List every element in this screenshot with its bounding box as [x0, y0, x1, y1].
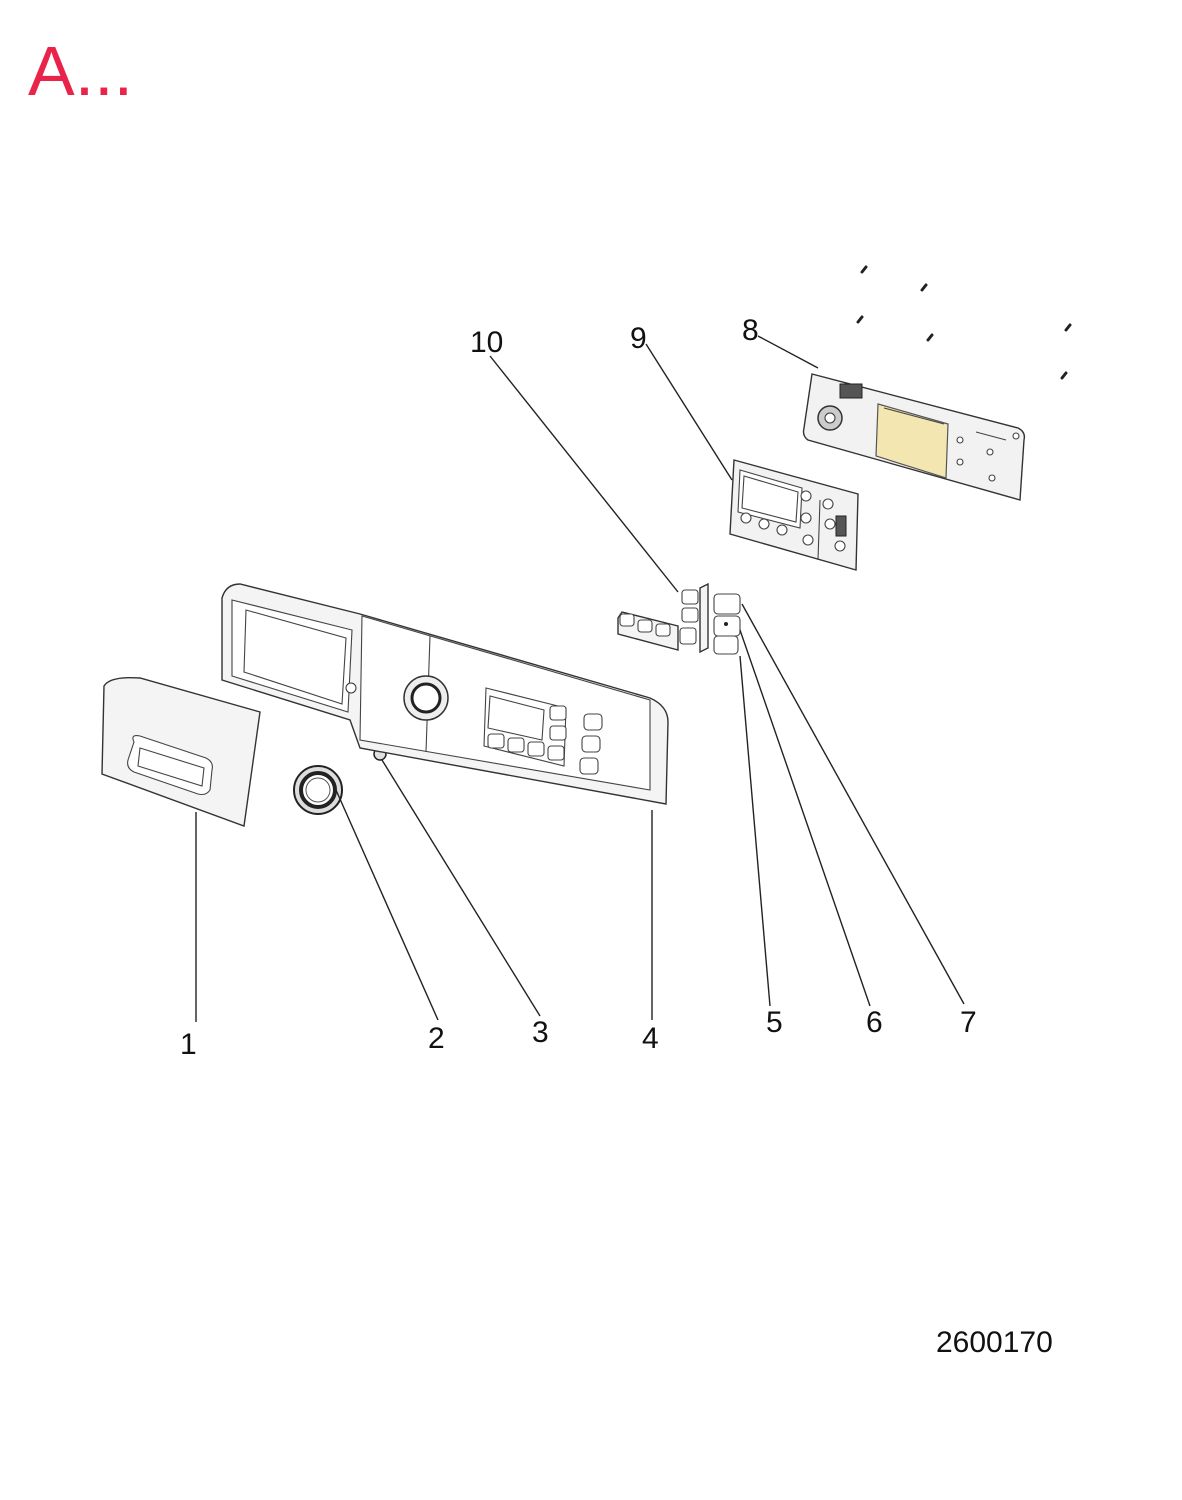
callout-10: 10	[470, 326, 503, 359]
callout-9: 9	[630, 322, 647, 355]
part-knob[interactable]	[293, 765, 343, 815]
callout-2: 2	[428, 1022, 445, 1055]
part-display-board[interactable]	[729, 459, 859, 571]
leader-9	[645, 343, 733, 481]
callout-6: 6	[866, 1006, 883, 1039]
callout-7: 7	[960, 1006, 977, 1039]
page-title: A...	[28, 32, 134, 110]
part-drawer-handle[interactable]	[101, 676, 261, 827]
leader-2	[335, 789, 439, 1021]
leader-lines	[195, 335, 965, 1022]
callout-5: 5	[766, 1006, 783, 1039]
part-keypad-left[interactable]	[617, 582, 709, 654]
leader-7	[741, 603, 965, 1005]
part-main-pcb[interactable]	[802, 373, 1026, 501]
leader-6	[739, 629, 871, 1007]
part-control-panel[interactable]	[221, 583, 669, 805]
part-keypad-right[interactable]	[713, 593, 741, 655]
callout-4: 4	[642, 1022, 659, 1055]
callout-1: 1	[180, 1028, 197, 1061]
leader-3	[381, 759, 541, 1017]
leader-10	[489, 355, 679, 593]
reference-code: 2600170	[936, 1326, 1053, 1359]
leader-8	[757, 335, 819, 369]
callout-labels: 1 2 3 4 5 6 7 8 9 10	[180, 314, 977, 1061]
part-screws[interactable]	[856, 265, 1072, 380]
leader-5	[739, 655, 771, 1007]
callout-8: 8	[742, 314, 759, 347]
callout-3: 3	[532, 1016, 549, 1049]
